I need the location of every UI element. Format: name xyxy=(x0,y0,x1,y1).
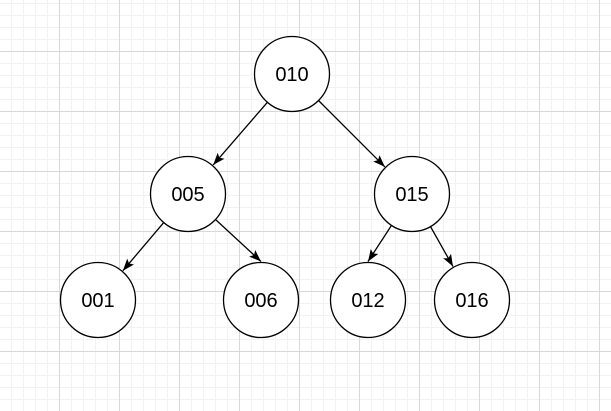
node-circle-006[interactable] xyxy=(222,261,300,339)
node-label-012: 012 xyxy=(351,290,384,312)
node-circle-001[interactable] xyxy=(59,261,137,339)
node-label-006: 006 xyxy=(244,290,277,312)
tree-edge-005-001[interactable] xyxy=(122,222,165,272)
tree-edge-015-012[interactable] xyxy=(367,225,393,262)
nodes-layer: 010 005 015 001 006 012 016 xyxy=(59,35,511,339)
node-label-010: 010 xyxy=(275,64,308,86)
tree-edge-010-015[interactable] xyxy=(318,100,386,168)
tree-node-016[interactable]: 016 xyxy=(433,261,511,339)
node-label-015: 015 xyxy=(395,184,428,206)
node-circle-016[interactable] xyxy=(433,261,511,339)
node-circle-012[interactable] xyxy=(329,261,407,339)
tree-edge-015-016[interactable] xyxy=(429,226,454,267)
tree-edge-010-005[interactable] xyxy=(212,101,268,166)
tree-node-006[interactable]: 006 xyxy=(222,261,300,339)
node-circle-010[interactable] xyxy=(253,35,331,113)
edges-layer xyxy=(122,100,454,272)
node-label-016: 016 xyxy=(455,290,488,312)
tree-node-012[interactable]: 012 xyxy=(329,261,407,339)
node-circle-015[interactable] xyxy=(373,155,451,233)
node-circle-005[interactable] xyxy=(149,155,227,233)
tree-node-015[interactable]: 015 xyxy=(373,155,451,233)
tree-edge-005-006[interactable] xyxy=(215,219,262,262)
tree-node-005[interactable]: 005 xyxy=(149,155,227,233)
node-label-001: 001 xyxy=(81,290,114,312)
node-label-005: 005 xyxy=(171,184,204,206)
tree-node-001[interactable]: 001 xyxy=(59,261,137,339)
tree-node-010[interactable]: 010 xyxy=(253,35,331,113)
